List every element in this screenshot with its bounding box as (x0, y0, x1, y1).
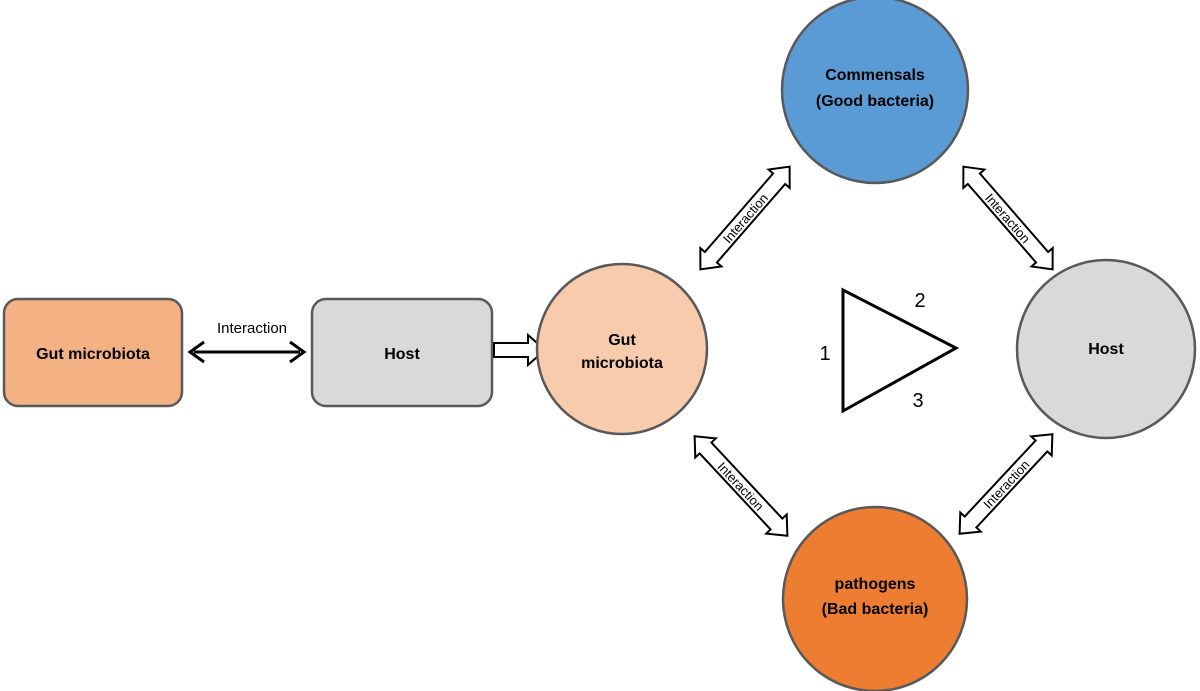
host-circle (1015, 258, 1197, 440)
gut-microbiota-circle-line1: Gut (608, 332, 636, 349)
interaction-label-commensals-host: Interaction (982, 191, 1033, 247)
commensals-circle-line2: (Good bacteria) (816, 93, 934, 110)
pathogens-circle (781, 505, 969, 691)
interaction-label-pathogens-host: Interaction (980, 457, 1032, 512)
gut-microbiota-circle (535, 262, 709, 436)
triangle-number-1: 1 (819, 343, 830, 365)
gut-microbiota-circle-line2: microbiota (581, 355, 663, 372)
gut-microbiota-box-label: Gut microbiota (36, 346, 150, 363)
gut-microbiota-box (2, 297, 184, 408)
interaction-arrow-gut-commensals (699, 165, 791, 271)
host-box-label: Host (384, 346, 420, 363)
double-headed-arrow (187, 340, 307, 364)
pathogens-circle-line2: (Bad bacteria) (822, 601, 929, 618)
host-box (310, 297, 494, 408)
commensals-circle (780, 0, 970, 185)
interaction-arrow-pathogens-host (958, 433, 1054, 535)
host-circle-label: Host (1088, 341, 1124, 358)
triangle-number-3: 3 (912, 390, 923, 412)
center-triangle (841, 287, 960, 414)
commensals-circle-line1: Commensals (825, 67, 925, 84)
triangle-number-2: 2 (914, 290, 925, 312)
interaction-label-gut-pathogens: Interaction (714, 459, 766, 514)
interaction-label-left: Interaction (217, 320, 287, 337)
interaction-arrow-commensals-host (962, 165, 1054, 271)
interaction-label-gut-commensals: Interaction (720, 191, 771, 247)
interaction-arrow-gut-pathogens (693, 435, 789, 537)
pathogens-circle-line1: pathogens (835, 576, 916, 593)
